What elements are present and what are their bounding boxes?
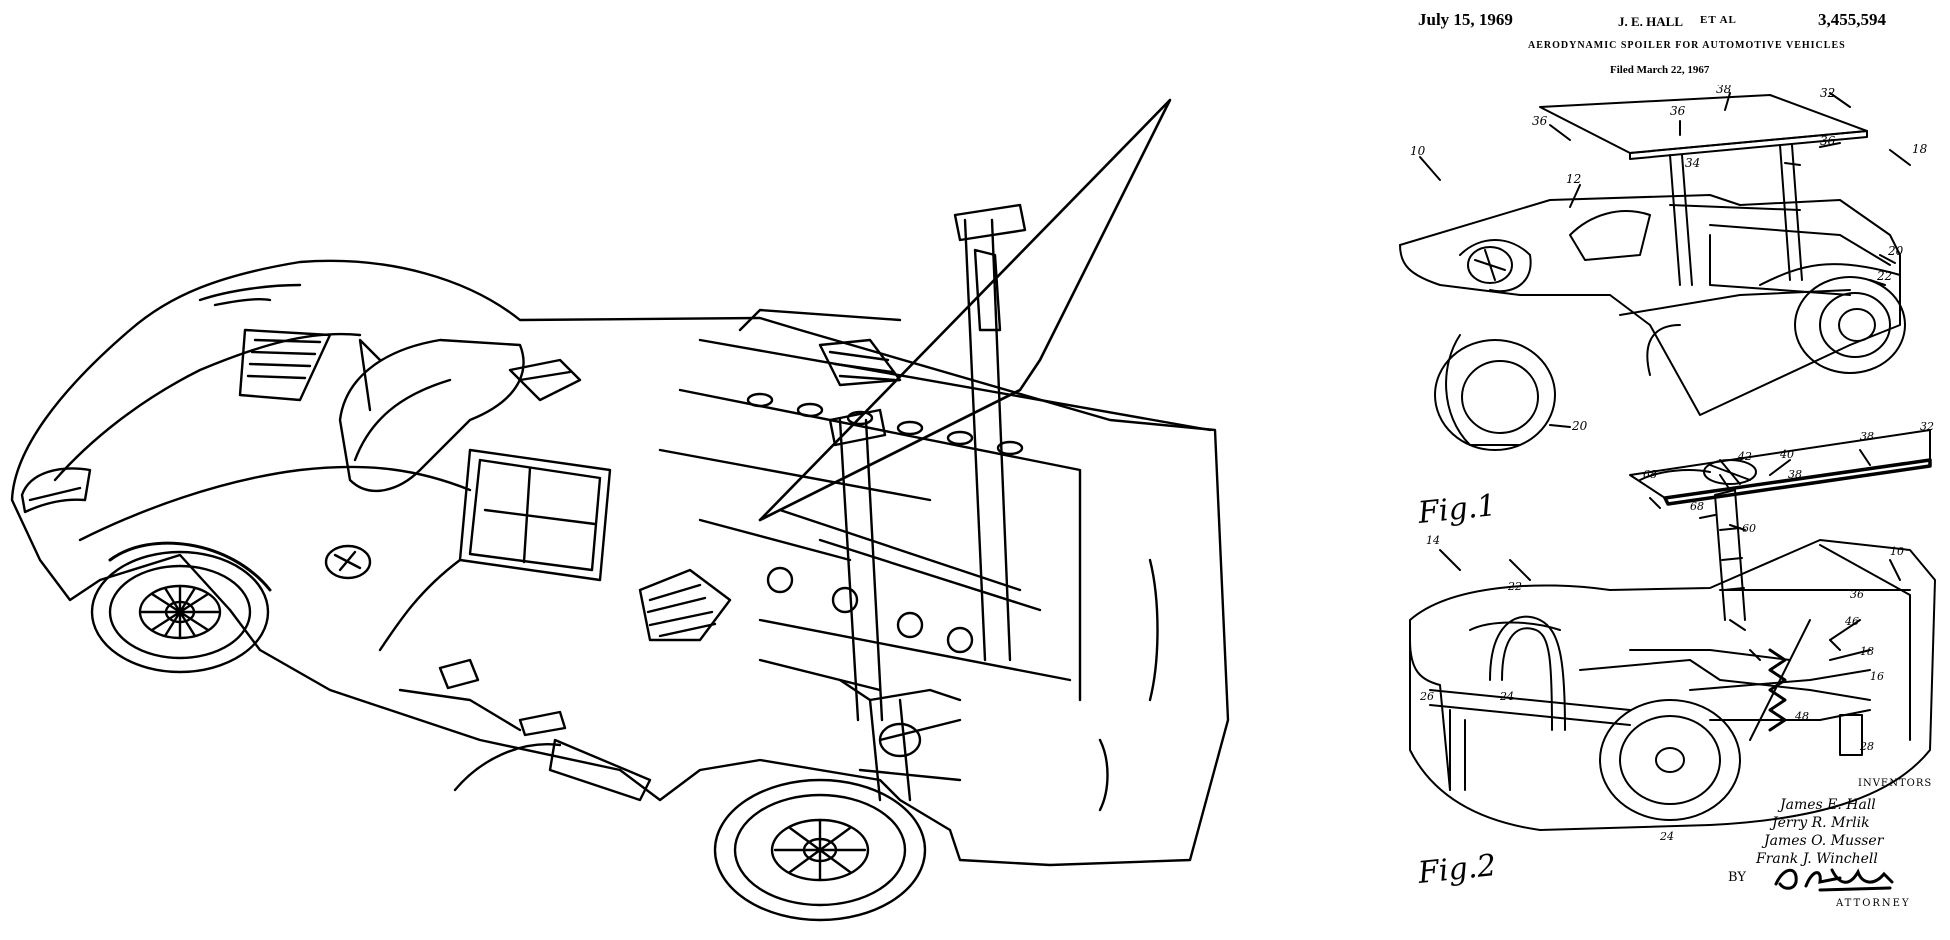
fig1-ref-12: 12 [1566, 172, 1581, 186]
fig2-ref-22: 22 [1507, 580, 1522, 593]
car-body-outline [10, 259, 1230, 867]
patent-title: AERODYNAMIC SPOILER FOR AUTOMOTIVE VEHIC… [1528, 40, 1846, 51]
fig1-ref-36a: 36 [1670, 104, 1686, 118]
fig2-ref-42: 42 [1737, 450, 1752, 463]
fig2-ref-60: 60 [1742, 522, 1756, 535]
inventor-name-1: James E. Hall [1780, 797, 1876, 813]
door-window [458, 448, 612, 582]
front-wheel [90, 550, 270, 674]
patent-inventor: J. E. HALL [1618, 14, 1684, 29]
by-label: BY [1728, 870, 1746, 885]
attorney-signature [1774, 868, 1894, 892]
fig2-ref-38a: 38 [1860, 430, 1874, 443]
patent-et-al: ET AL [1700, 14, 1737, 26]
fig1-ref-10: 10 [1410, 144, 1426, 158]
fig1-ref-34: 34 [1685, 156, 1700, 170]
fig2-ref-68a: 68 [1643, 468, 1657, 481]
fig2-ref-24a: 24 [1499, 690, 1514, 703]
fig2-ref-32: 32 [1920, 420, 1934, 433]
fig2-ref-68b: 68 [1690, 500, 1704, 513]
fig1-drawing: 32 38 36 36 36 10 34 12 18 20 22 20 [1399, 85, 1928, 451]
fig2-ref-46: 46 [1844, 615, 1859, 628]
fig1-ref-38: 38 [1716, 85, 1732, 96]
spoiler-wing [758, 98, 1172, 522]
fig1-ref-18: 18 [1912, 142, 1928, 156]
fig2-ref-24b: 24 [1659, 830, 1674, 843]
fig2-ref-26: 26 [1419, 690, 1434, 703]
fig2-ref-10: 10 [1890, 545, 1904, 558]
fig1-ref-36b: 36 [1532, 114, 1548, 128]
attorney-label: ATTORNEY [1836, 898, 1911, 909]
patent-number: 3,455,594 [1818, 10, 1886, 29]
fig1-ref-56: 36 [1820, 134, 1836, 148]
fig2-ref-28: 28 [1859, 740, 1874, 753]
patent-filed: Filed March 22, 1967 [1610, 64, 1710, 76]
inventor-name-3: James O. Musser [1764, 833, 1884, 849]
fig1-ref-22: 22 [1876, 269, 1892, 283]
fig2-ref-40: 40 [1779, 448, 1794, 461]
inventors-heading: INVENTORS [1858, 778, 1933, 789]
fig1-ref-32: 32 [1820, 86, 1835, 100]
fig2-drawing: 42 40 38 32 38 68 68 60 14 10 22 36 46 1… [1409, 420, 1936, 843]
windscreen [338, 338, 525, 493]
fig2-label: Fig.2 [1416, 848, 1498, 891]
fig2-ref-14: 14 [1426, 534, 1440, 547]
fig2-ref-16: 16 [1870, 670, 1884, 683]
fig1-ref-20a: 20 [1887, 244, 1904, 258]
rear-wheel [713, 778, 927, 922]
patent-date: July 15, 1969 [1418, 10, 1513, 29]
fig2-ref-38b: 38 [1788, 468, 1802, 481]
fig1-ref-20b: 20 [1571, 419, 1588, 433]
inventor-name-2: Jerry R. Mrlik [1772, 815, 1870, 831]
fig2-ref-48: 48 [1794, 710, 1809, 723]
fig2-ref-18: 18 [1860, 645, 1874, 658]
race-car-illustration [10, 98, 1230, 922]
fig2-ref-36: 36 [1850, 588, 1864, 601]
inventor-name-4: Frank J. Winchell [1756, 851, 1878, 867]
